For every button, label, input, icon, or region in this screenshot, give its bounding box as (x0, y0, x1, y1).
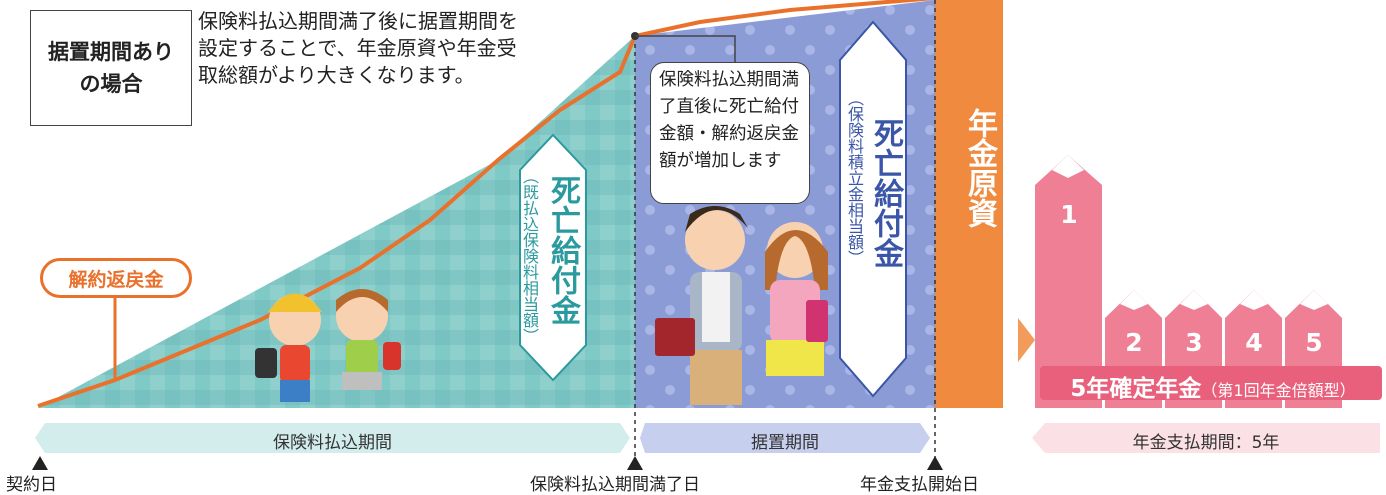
pension-period-bar (1032, 423, 1380, 453)
callout-box: 保険料払込期間満了直後に死亡給付金額・解約返戻金額が増加します (650, 62, 810, 204)
title-line-1: 据置期間あり (48, 40, 174, 64)
payment-period-bar (35, 423, 630, 453)
pencil-number-2: 2 (1125, 328, 1143, 357)
pension-fund-column (935, 0, 1003, 408)
pencil-number-1: 1 (1060, 200, 1078, 229)
pencil-number-4: 4 (1245, 328, 1263, 357)
pension-fund-label: 年金原資 (962, 108, 997, 228)
death-benefit-2-main: 死亡給付金 (868, 118, 903, 268)
death-benefit-2-sub: （保険料積立金相当額） (845, 90, 864, 266)
payment-period-label: 保険料払込期間 (273, 433, 392, 453)
pencil-number-3: 3 (1185, 328, 1203, 357)
death-benefit-1-main: 死亡給付金 (545, 175, 580, 325)
pension-start-marker (927, 456, 943, 470)
title-line-2: の場合 (79, 72, 143, 96)
pension-type-label: 5年確定年金（第1回年金倍額型） (1040, 369, 1386, 403)
payment-end-marker (627, 456, 643, 470)
payment-end-date-label: 保険料払込期間満了日 (530, 475, 700, 495)
death-benefit-1-sub: （既払込保険料相当額） (520, 168, 539, 344)
children-illustration (255, 289, 401, 402)
pension-pencils (1018, 155, 1382, 408)
description-text: 保険料払込期間満了後に据置期間を設定することで、年金原資や年金受取総額がより大き… (198, 9, 518, 87)
pension-period-label: 年金支払期間：5年 (1132, 433, 1280, 453)
deferral-period-label: 据置期間 (751, 433, 819, 453)
adults-illustration (655, 206, 828, 405)
death-benefit-1-banner (519, 133, 587, 382)
surrender-value-label: 解約返戻金 (40, 258, 192, 298)
contract-marker (32, 456, 48, 470)
pension-start-date-label: 年金支払開始日 (860, 475, 979, 495)
surrender-value-line (37, 0, 936, 408)
pension-type-sub: （第1回年金倍額型） (1201, 381, 1356, 400)
title-box: 据置期間あり の場合 (30, 10, 192, 126)
contract-date-label: 契約日 (6, 475, 57, 495)
deferral-period-bar (640, 423, 930, 453)
pencil-number-5: 5 (1305, 328, 1323, 357)
payment-area (38, 36, 635, 408)
death-benefit-2-banner (839, 20, 907, 398)
pension-type-main: 5年確定年金 (1070, 376, 1202, 402)
